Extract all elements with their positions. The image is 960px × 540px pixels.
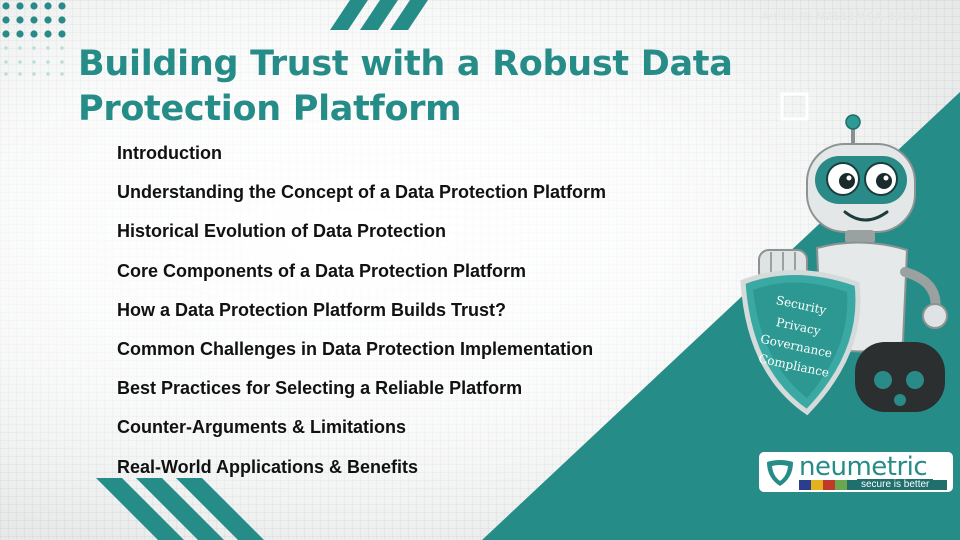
toc-item: Core Components of a Data Protection Pla… xyxy=(117,260,527,281)
stripes-decoration-bottom xyxy=(96,478,264,540)
logo-wordmark: neumetric xyxy=(799,452,928,482)
shield-logo-icon xyxy=(767,460,793,486)
toc-item: Best Practices for Selecting a Reliable … xyxy=(117,378,523,399)
logo-tagline: secure is better xyxy=(857,479,934,490)
toc-item: Introduction xyxy=(117,143,222,163)
article-id-label: Article ID xyxy=(761,10,812,23)
neumetric-logo: neumetric secure is better xyxy=(758,451,954,493)
robot-mascot: Security Privacy Governance Compliance xyxy=(740,114,948,416)
toc-item: How a Data Protection Platform Builds Tr… xyxy=(117,299,507,320)
toc-item: Understanding the Concept of a Data Prot… xyxy=(117,182,607,203)
page-title: Building Trust with a Robust Data Protec… xyxy=(78,44,733,129)
table-of-contents: Introduction Understanding the Concept o… xyxy=(117,141,606,494)
article-id-value: N2511MCA-3675 xyxy=(815,10,918,23)
square-outline xyxy=(780,92,809,121)
toc-item: Real-World Applications & Benefits xyxy=(117,456,419,477)
toc-item: Counter-Arguments & Limitations xyxy=(117,417,407,438)
article-id: Article ID N2511MCA-3675 xyxy=(761,10,918,23)
toc-item: Historical Evolution of Data Protection xyxy=(117,221,447,242)
dots-pattern xyxy=(2,2,66,76)
stripes-decoration-top xyxy=(330,0,428,30)
toc-item: Common Challenges in Data Protection Imp… xyxy=(117,338,594,359)
